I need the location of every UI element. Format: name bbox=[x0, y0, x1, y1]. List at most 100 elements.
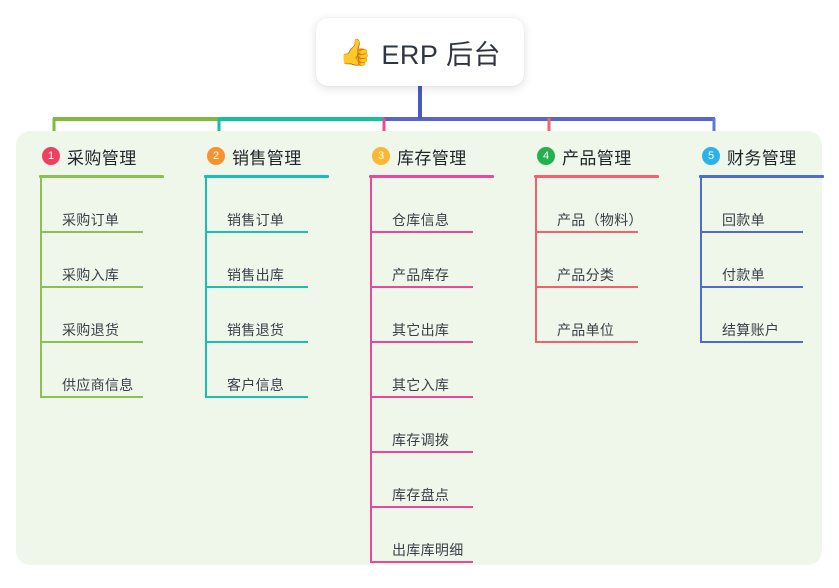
leaf-item-underline bbox=[370, 286, 473, 288]
leaf-item-label: 其它入库 bbox=[392, 377, 450, 393]
root-node[interactable]: 👍 ERP 后台 bbox=[316, 18, 524, 86]
column-title: 采购管理 bbox=[67, 148, 137, 168]
leaf-item[interactable]: 产品分类 bbox=[535, 233, 689, 288]
leaf-item-underline bbox=[700, 231, 803, 233]
leaf-item[interactable]: 销售订单 bbox=[205, 178, 359, 233]
column-underline bbox=[369, 175, 494, 178]
leaf-item[interactable]: 出库库明细 bbox=[370, 508, 524, 563]
leaf-item[interactable]: 采购入库 bbox=[40, 233, 194, 288]
leaf-item-label: 销售出库 bbox=[227, 267, 285, 283]
leaf-item[interactable]: 库存盘点 bbox=[370, 453, 524, 508]
column-items: 仓库信息产品库存其它出库其它入库库存调拨库存盘点出库库明细 bbox=[370, 178, 524, 563]
leaf-item[interactable]: 其它入库 bbox=[370, 343, 524, 398]
leaf-item[interactable]: 供应商信息 bbox=[40, 343, 194, 398]
column-badge-icon: 4 bbox=[537, 147, 555, 165]
leaf-item[interactable]: 仓库信息 bbox=[370, 178, 524, 233]
leaf-item-underline bbox=[370, 231, 473, 233]
column-spine bbox=[700, 178, 702, 343]
leaf-item-label: 仓库信息 bbox=[392, 212, 450, 228]
leaf-item-underline bbox=[370, 396, 473, 398]
leaf-item-underline bbox=[370, 506, 473, 508]
leaf-item-label: 产品库存 bbox=[392, 267, 450, 283]
leaf-item[interactable]: 产品库存 bbox=[370, 233, 524, 288]
leaf-item-underline bbox=[535, 341, 638, 343]
leaf-item-underline bbox=[205, 231, 308, 233]
column-badge-icon: 2 bbox=[207, 147, 225, 165]
leaf-item-underline bbox=[535, 286, 638, 288]
leaf-item-underline bbox=[370, 561, 473, 563]
leaf-item-label: 产品分类 bbox=[557, 267, 615, 283]
leaf-item-label: 产品单位 bbox=[557, 322, 615, 338]
leaf-item-label: 销售退货 bbox=[227, 322, 285, 338]
column-3: 3 库存管理仓库信息产品库存其它出库其它入库库存调拨库存盘点出库库明细 bbox=[364, 143, 524, 563]
leaf-item[interactable]: 回款单 bbox=[700, 178, 839, 233]
leaf-item[interactable]: 采购退货 bbox=[40, 288, 194, 343]
leaf-item-label: 结算账户 bbox=[722, 322, 780, 338]
column-spine bbox=[205, 178, 207, 398]
leaf-item-underline bbox=[40, 286, 143, 288]
branches-panel bbox=[16, 131, 822, 565]
column-items: 销售订单销售出库销售退货客户信息 bbox=[205, 178, 359, 398]
leaf-item-label: 采购退货 bbox=[62, 322, 120, 338]
leaf-item[interactable]: 产品（物料） bbox=[535, 178, 689, 233]
column-header-2[interactable]: 2 销售管理 bbox=[199, 143, 359, 169]
leaf-item-underline bbox=[205, 286, 308, 288]
root-title: ERP 后台 bbox=[381, 39, 501, 70]
leaf-item-underline bbox=[370, 341, 473, 343]
leaf-item-underline bbox=[700, 286, 803, 288]
leaf-item-underline bbox=[40, 341, 143, 343]
leaf-item-underline bbox=[205, 341, 308, 343]
leaf-item-label: 销售订单 bbox=[227, 212, 285, 228]
column-underline bbox=[534, 175, 659, 178]
leaf-item-underline bbox=[535, 231, 638, 233]
column-badge-icon: 1 bbox=[42, 147, 60, 165]
leaf-item-label: 库存调拨 bbox=[392, 432, 450, 448]
column-spine bbox=[370, 178, 372, 563]
leaf-item-label: 采购入库 bbox=[62, 267, 120, 283]
leaf-item-label: 供应商信息 bbox=[62, 377, 134, 393]
leaf-item[interactable]: 结算账户 bbox=[700, 288, 839, 343]
column-badge-icon: 3 bbox=[372, 147, 390, 165]
column-underline bbox=[699, 175, 824, 178]
leaf-item-label: 其它出库 bbox=[392, 322, 450, 338]
leaf-item[interactable]: 销售出库 bbox=[205, 233, 359, 288]
column-1: 1 采购管理采购订单采购入库采购退货供应商信息 bbox=[34, 143, 194, 398]
leaf-item[interactable]: 客户信息 bbox=[205, 343, 359, 398]
column-spine bbox=[40, 178, 42, 398]
column-title: 财务管理 bbox=[727, 148, 797, 168]
column-title: 销售管理 bbox=[232, 148, 302, 168]
leaf-item-label: 回款单 bbox=[722, 212, 765, 228]
leaf-item-label: 付款单 bbox=[722, 267, 765, 283]
column-2: 2 销售管理销售订单销售出库销售退货客户信息 bbox=[199, 143, 359, 398]
leaf-item[interactable]: 库存调拨 bbox=[370, 398, 524, 453]
column-4: 4 产品管理产品（物料） 产品分类产品单位 bbox=[529, 143, 689, 343]
column-header-1[interactable]: 1 采购管理 bbox=[34, 143, 194, 169]
leaf-item-underline bbox=[205, 396, 308, 398]
leaf-item[interactable]: 采购订单 bbox=[40, 178, 194, 233]
column-title: 库存管理 bbox=[397, 148, 467, 168]
column-spine bbox=[535, 178, 537, 343]
column-header-4[interactable]: 4 产品管理 bbox=[529, 143, 689, 169]
column-items: 采购订单采购入库采购退货供应商信息 bbox=[40, 178, 194, 398]
leaf-item[interactable]: 付款单 bbox=[700, 233, 839, 288]
leaf-item-label: 客户信息 bbox=[227, 377, 285, 393]
leaf-item[interactable]: 销售退货 bbox=[205, 288, 359, 343]
leaf-item[interactable]: 其它出库 bbox=[370, 288, 524, 343]
leaf-item-underline bbox=[370, 451, 473, 453]
leaf-item[interactable]: 产品单位 bbox=[535, 288, 689, 343]
leaf-item-underline bbox=[40, 231, 143, 233]
leaf-item-underline bbox=[700, 341, 803, 343]
column-underline bbox=[39, 175, 164, 178]
column-items: 回款单付款单结算账户 bbox=[700, 178, 839, 343]
leaf-item-label: 采购订单 bbox=[62, 212, 120, 228]
thumbs-up-icon: 👍 bbox=[339, 37, 372, 67]
column-header-3[interactable]: 3 库存管理 bbox=[364, 143, 524, 169]
column-title: 产品管理 bbox=[562, 148, 632, 168]
leaf-item-label: 出库库明细 bbox=[392, 542, 464, 558]
leaf-item-underline bbox=[40, 396, 143, 398]
leaf-item-label: 库存盘点 bbox=[392, 487, 450, 503]
column-underline bbox=[204, 175, 329, 178]
